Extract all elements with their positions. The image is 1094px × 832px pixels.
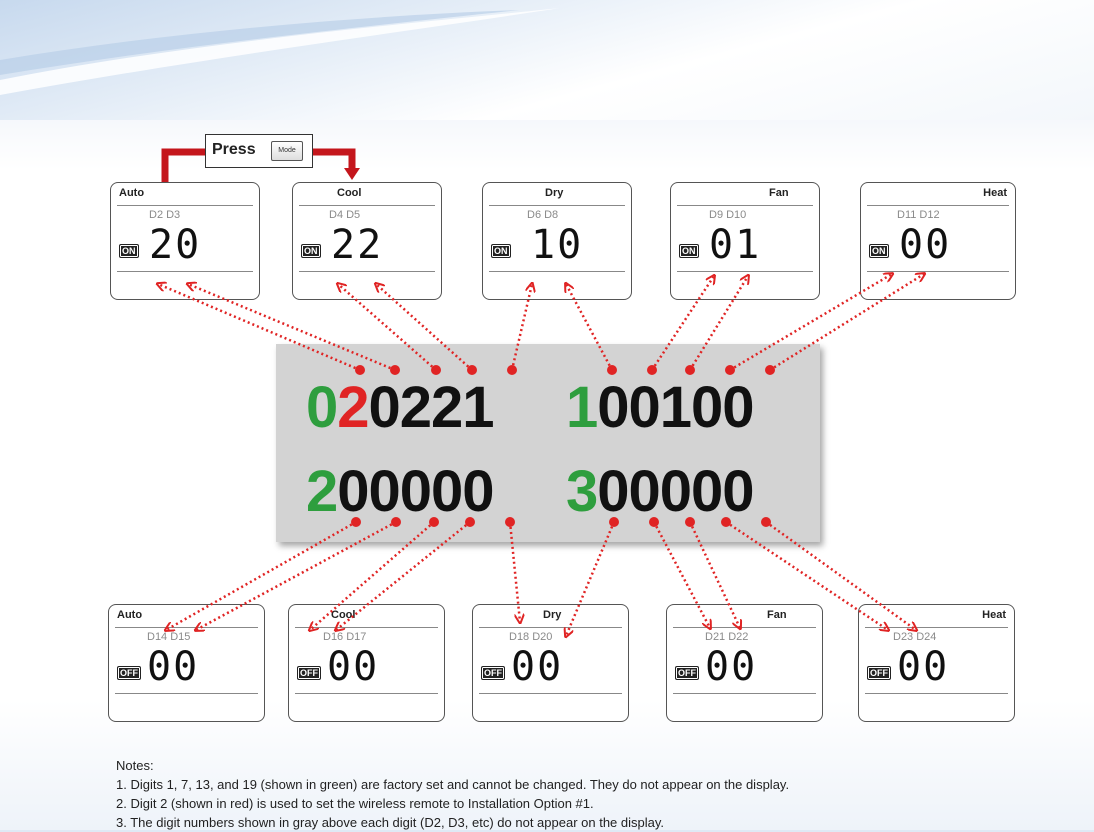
mode-label: Heat [982, 609, 1006, 621]
bottom-panel-auto: Auto D14 D15 OFF 00 [108, 604, 265, 722]
note-item: 2. Digit 2 (shown in red) is used to set… [116, 796, 594, 811]
divider [299, 205, 435, 206]
divider [865, 693, 1008, 694]
digit-labels: D4 D5 [329, 209, 361, 221]
divider [673, 693, 816, 694]
state-badge: ON [119, 244, 139, 258]
code-row1-group1: 020221 [306, 375, 495, 440]
segment-display: 01 [709, 222, 762, 268]
divider [299, 271, 435, 272]
top-panel-heat: Heat D11 D12 ON 00 [860, 182, 1016, 300]
note-item: 3. The digit numbers shown in gray above… [116, 815, 665, 830]
state-badge: OFF [481, 666, 505, 680]
divider [489, 205, 625, 206]
divider [117, 205, 253, 206]
segment-display: 10 [531, 222, 584, 268]
top-panel-auto: Auto D2 D3 ON 20 [110, 182, 260, 300]
header-banner [0, 0, 1094, 120]
divider [295, 627, 438, 628]
mode-label: Cool [331, 609, 356, 621]
divider [677, 205, 813, 206]
code-row2-group1: 200000 [306, 459, 495, 524]
segment-display: 00 [705, 644, 758, 690]
digit-labels: D9 D10 [709, 209, 747, 221]
segment-display: 00 [147, 644, 200, 690]
digit-labels: D21 D22 [705, 631, 749, 643]
state-badge: ON [869, 244, 889, 258]
segment-display: 00 [897, 644, 950, 690]
digit-labels: D14 D15 [147, 631, 191, 643]
bottom-panel-cool: Cool D16 D17 OFF 00 [288, 604, 445, 722]
divider [673, 627, 816, 628]
factory-digit: 3 [566, 459, 598, 524]
code-row2-group2: 300000 [566, 459, 755, 524]
digit-labels: D6 D8 [527, 209, 559, 221]
state-badge: ON [679, 244, 699, 258]
digit-labels: D11 D12 [897, 209, 940, 221]
mode-label: Auto [117, 609, 143, 621]
segment-display: 00 [899, 222, 952, 268]
segment-display: 22 [331, 222, 384, 268]
state-badge: ON [301, 244, 321, 258]
press-label: Press [212, 141, 256, 158]
top-panel-dry: Dry D6 D8 ON 10 [482, 182, 632, 300]
mode-label: Dry [543, 609, 562, 621]
top-panel-fan: Fan D9 D10 ON 01 [670, 182, 820, 300]
divider [295, 693, 438, 694]
mode-label: Dry [545, 187, 564, 199]
divider [865, 627, 1008, 628]
state-badge: OFF [867, 666, 891, 680]
arrow-origin-dots [351, 365, 775, 527]
code-digits: 00000 [597, 459, 754, 524]
segment-display: 20 [149, 222, 202, 268]
divider [677, 271, 813, 272]
digit-labels: D2 D3 [149, 209, 181, 221]
mode-label: Fan [769, 187, 789, 199]
state-badge: ON [491, 244, 511, 258]
code-digits: 00000 [337, 459, 494, 524]
state-badge: OFF [675, 666, 699, 680]
divider [117, 271, 253, 272]
factory-digit: 1 [566, 375, 598, 440]
mode-label: Auto [119, 187, 145, 199]
mode-label: Heat [983, 187, 1007, 199]
note-item: 1. Digits 1, 7, 13, and 19 (shown in gre… [116, 777, 790, 792]
state-badge: OFF [297, 666, 321, 680]
code-row1-group2: 100100 [566, 375, 755, 440]
factory-digit: 0 [306, 375, 338, 440]
segment-display: 00 [511, 644, 564, 690]
notes-title: Notes: [116, 758, 154, 773]
installation-digit: 2 [337, 375, 369, 440]
mode-label: Cool [337, 187, 362, 199]
divider [479, 693, 622, 694]
bottom-panel-fan: Fan D21 D22 OFF 00 [666, 604, 823, 722]
mode-label: Fan [767, 609, 787, 621]
code-digits: 0221 [368, 375, 495, 440]
code-digits: 00100 [597, 375, 754, 440]
factory-digit: 2 [306, 459, 338, 524]
divider [479, 627, 622, 628]
digit-labels: D18 D20 [509, 631, 553, 643]
divider [867, 271, 1009, 272]
divider [867, 205, 1009, 206]
divider [489, 271, 625, 272]
state-badge: OFF [117, 666, 141, 680]
notes-section: Notes: 1. Digits 1, 7, 13, and 19 (shown… [116, 756, 1076, 832]
digit-labels: D16 D17 [323, 631, 367, 643]
press-mode-callout: Press Mode [205, 134, 313, 168]
digit-labels: D23 D24 [893, 631, 937, 643]
bottom-panel-dry: Dry D18 D20 OFF 00 [472, 604, 629, 722]
segment-display: 00 [327, 644, 380, 690]
top-panel-cool: Cool D4 D5 ON 22 [292, 182, 442, 300]
installation-code-box [276, 344, 820, 542]
divider [115, 693, 258, 694]
divider [115, 627, 258, 628]
mode-button: Mode [271, 141, 303, 161]
